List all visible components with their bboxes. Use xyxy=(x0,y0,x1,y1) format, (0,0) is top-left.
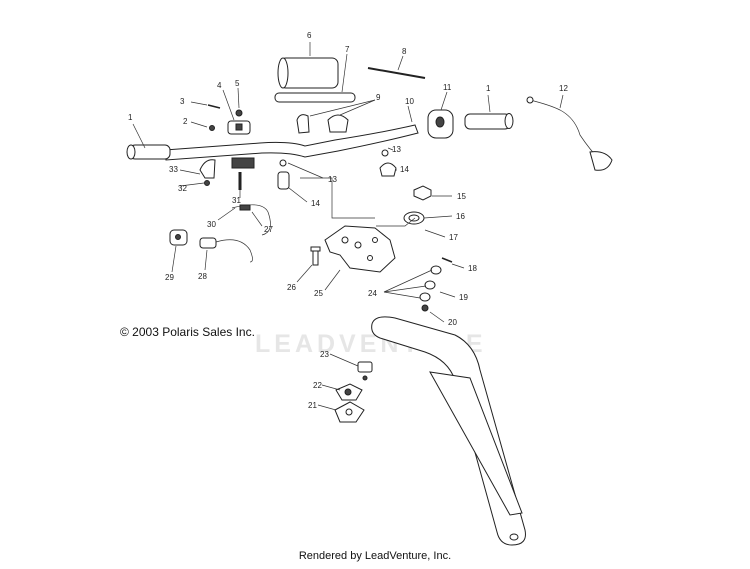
callout-22: 22 xyxy=(313,381,322,390)
callout-20: 20 xyxy=(448,318,457,327)
bushings xyxy=(419,257,453,312)
callout-1b: 1 xyxy=(486,84,491,93)
callout-12: 12 xyxy=(559,84,568,93)
handlebar xyxy=(164,124,419,161)
callout-15: 15 xyxy=(457,192,466,201)
callout-9: 9 xyxy=(376,93,381,102)
callout-3: 3 xyxy=(180,97,185,106)
callout-18: 18 xyxy=(468,264,477,273)
callout-33: 33 xyxy=(169,165,178,174)
footer-credit: Rendered by LeadVenture, Inc. xyxy=(298,550,452,562)
callout-4: 4 xyxy=(217,81,222,90)
callout-14b: 14 xyxy=(311,199,320,208)
callout-7: 7 xyxy=(345,45,350,54)
callout-28: 28 xyxy=(198,272,207,281)
callout-14a: 14 xyxy=(400,165,409,174)
fitting xyxy=(357,361,373,381)
left-grip xyxy=(126,144,171,160)
leader-lines xyxy=(132,42,564,411)
callout-26: 26 xyxy=(287,283,296,292)
callout-13b: 13 xyxy=(328,175,337,184)
callout-31: 31 xyxy=(232,196,241,205)
plate-bolt xyxy=(310,246,321,266)
callout-24: 24 xyxy=(368,289,377,298)
switch-housing xyxy=(231,157,255,190)
callout-25: 25 xyxy=(314,289,323,298)
callout-2: 2 xyxy=(183,117,188,126)
callout-27: 27 xyxy=(264,225,273,234)
callout-16: 16 xyxy=(456,212,465,221)
handlebar-clamps xyxy=(296,114,349,134)
copyright-notice: © 2003 Polaris Sales Inc. xyxy=(120,325,255,339)
steering-post xyxy=(371,316,526,546)
spacers xyxy=(277,149,397,190)
washer-stack xyxy=(403,185,432,225)
throttle-housing xyxy=(427,109,454,139)
mount-plate-small xyxy=(335,383,363,401)
lever-bracket xyxy=(199,159,216,186)
callout-30: 30 xyxy=(207,220,216,229)
mounting-plate xyxy=(324,225,396,273)
callout-23: 23 xyxy=(320,350,329,359)
callout-19: 19 xyxy=(459,293,468,302)
gasket xyxy=(334,401,365,423)
callout-29: 29 xyxy=(165,273,174,282)
callout-32: 32 xyxy=(178,184,187,193)
callout-1a: 1 xyxy=(128,113,133,122)
right-grip xyxy=(464,113,514,130)
handlebar-pad xyxy=(277,57,339,89)
callout-11: 11 xyxy=(443,83,452,92)
callout-13a: 13 xyxy=(392,145,401,154)
tether-lanyard xyxy=(526,96,613,171)
switch-assembly xyxy=(207,104,251,135)
callout-10: 10 xyxy=(405,97,414,106)
rod xyxy=(367,67,426,79)
callout-21: 21 xyxy=(308,401,317,410)
callout-5: 5 xyxy=(235,79,240,88)
callout-8: 8 xyxy=(402,47,407,56)
callout-labels: 1 1 2 3 4 5 6 7 8 9 10 11 12 13 13 14 14… xyxy=(128,31,568,410)
crossbar-tube xyxy=(274,92,356,103)
callout-17: 17 xyxy=(449,233,458,242)
callout-6: 6 xyxy=(307,31,312,40)
kill-switch xyxy=(169,229,253,263)
